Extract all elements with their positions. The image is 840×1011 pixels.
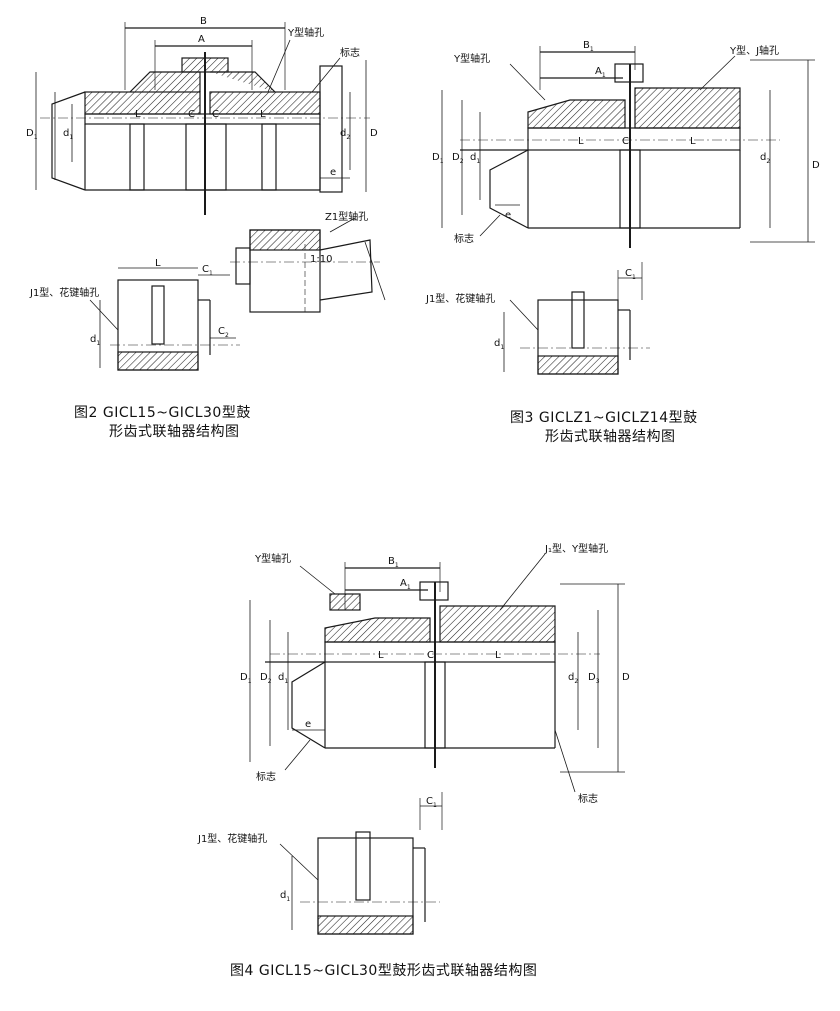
label-y-bore: Y型轴孔 [287,26,324,39]
label-mark-right: 标志 [578,792,598,805]
figure-4-drawing: B1 A1 L L C D1 D2 d1 d2 D3 D e Y型轴孔 J₁型、… [197,542,630,935]
dim-D2: D2 [260,672,272,685]
dim-C-right: C [212,109,219,120]
dim-d1: d1 [278,672,288,685]
figure-4-caption: 图4 GICL15~GICL30型鼓形齿式联轴器结构图 [230,962,537,981]
label-j1-bore: J1型、花键轴孔 [29,286,99,299]
dim-d1-sub: d1 [90,334,100,347]
label-yj-bore: Y型、J轴孔 [729,44,779,57]
dim-D: D [370,128,378,139]
figure-3-caption: 图3 GICLZ1~GICLZ14型鼓 形齿式联轴器结构图 [510,409,698,447]
dim-B1: B1 [583,40,594,53]
dim-A1: A1 [400,578,411,591]
figure-3-drawing: B1 A1 L L C D1 D2 d1 d2 D e Y型轴孔 Y型、J轴孔 … [425,40,820,375]
label-y-bore: Y型轴孔 [254,552,291,565]
dim-L-right: L [495,650,501,661]
dim-d1-sub: d1 [280,890,290,903]
dim-D1: D1 [240,672,252,685]
label-z1-bore: Z1型轴孔 [325,210,368,223]
dim-D: D [622,672,630,683]
label-j1-bore: J1型、花键轴孔 [197,832,267,845]
dim-C2: C2 [218,326,229,339]
dim-e: e [505,210,511,221]
figure-2-caption-line2: 形齿式联轴器结构图 [109,424,240,440]
dim-C1: C1 [625,268,636,281]
figure-3: B1 A1 L L C D1 D2 d1 d2 D e Y型轴孔 Y型、J轴孔 … [420,0,840,400]
figure-2-caption: 图2 GICL15~GICL30型鼓 形齿式联轴器结构图 [74,404,251,442]
dim-D: D [812,160,820,171]
dim-L-left: L [378,650,384,661]
figure-2: B A L L C C D1 d1 d2 D e Y型轴孔 标志 Z1型轴孔 1… [0,0,420,400]
label-taper: 1:10 [310,254,332,265]
label-jy-bore: J₁型、Y型轴孔 [544,542,608,555]
label-j1-bore: J1型、花键轴孔 [425,292,495,305]
label-mark: 标志 [454,232,474,245]
dim-d1: d1 [470,152,480,165]
dim-L-right: L [260,109,266,120]
figure-3-caption-line2: 形齿式联轴器结构图 [545,429,676,445]
dim-d1: d1 [63,128,73,141]
dim-C: C [622,136,629,147]
label-mark: 标志 [340,46,360,59]
dim-C1: C1 [202,264,213,277]
figure-2-drawing: B A L L C C D1 d1 d2 D e Y型轴孔 标志 Z1型轴孔 1… [26,16,386,371]
dim-d2: d2 [760,152,770,165]
dim-B: B [200,16,207,27]
dim-A1: A1 [595,66,606,79]
dim-D3: D3 [588,672,600,685]
figure-2-caption-line1: 图2 GICL15~GICL30型鼓 [74,405,251,421]
dim-d1-sub: d1 [494,338,504,351]
dim-L-right: L [690,136,696,147]
dim-L-sub: L [155,258,161,269]
dim-D1: D1 [26,128,38,141]
dim-L-left: L [578,136,584,147]
dim-e: e [330,167,336,178]
dim-e: e [305,719,311,730]
dim-d2: d2 [340,128,350,141]
figure-3-caption-line1: 图3 GICLZ1~GICLZ14型鼓 [510,410,698,426]
dim-D1: D1 [432,152,444,165]
dim-d2: d2 [568,672,578,685]
label-y-bore: Y型轴孔 [453,52,490,65]
dim-B1: B1 [388,556,399,569]
label-mark-left: 标志 [256,770,276,783]
figure-4-caption-line1: 图4 GICL15~GICL30型鼓形齿式联轴器结构图 [230,963,538,979]
dim-C: C [427,650,434,661]
dim-D2: D2 [452,152,464,165]
dim-C-left: C [188,109,195,120]
dim-A: A [198,34,205,45]
figure-4: B1 A1 L L C D1 D2 d1 d2 D3 D e Y型轴孔 J₁型、… [0,530,840,950]
dim-C1: C1 [426,796,437,809]
dim-L-left: L [135,109,141,120]
